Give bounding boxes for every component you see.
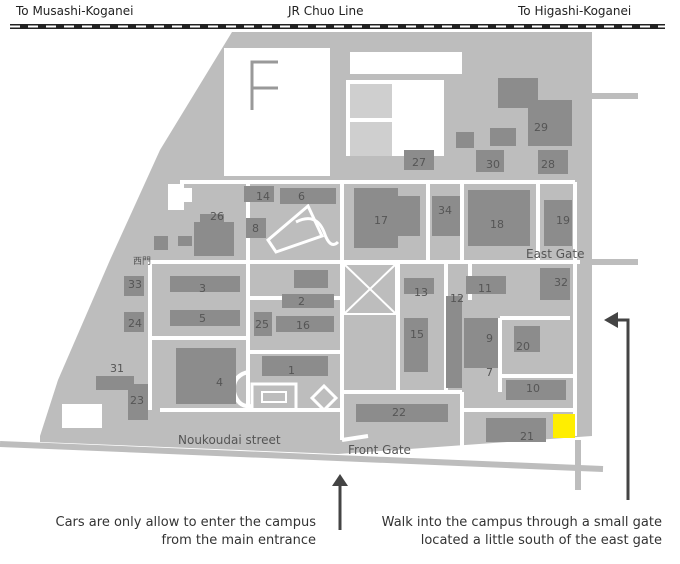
building-31: 31 [110,362,124,375]
railway-line [10,24,665,29]
building-17: 17 [374,214,388,227]
building-23: 23 [130,394,144,407]
building-2: 2 [298,295,305,308]
note-front-gate-line2: from the main entrance [161,533,317,548]
note-east-gate: Walk into the campus through a small gat… [352,514,662,550]
arrow-front-gate [332,474,348,530]
building-13: 13 [414,286,428,299]
building-22: 22 [392,406,406,419]
rail-left-label: To Musashi-Koganei [16,4,134,18]
building-8: 8 [252,222,259,235]
note-east-gate-line1: Walk into the campus through a small gat… [381,515,662,530]
street-label: Noukoudai street [178,433,281,447]
building-28: 28 [541,158,555,171]
building-3: 3 [199,282,206,295]
front-gate-label: Front Gate [348,443,411,457]
outside-roads [0,93,638,490]
buildings [96,78,572,442]
arrow-east-gate [604,312,630,500]
building-15: 15 [410,328,424,341]
note-front-gate-line1: Cars are only allow to enter the campus [55,515,317,530]
west-gate-label: 西門 [133,256,151,267]
building-20: 20 [516,340,530,353]
sports-field [224,48,330,176]
building-32: 32 [554,276,568,289]
building-19: 19 [556,214,570,227]
building-16: 16 [296,319,310,332]
note-front-gate: Cars are only allow to enter the campus … [20,514,317,550]
building-1: 1 [288,364,295,377]
building-10: 10 [526,382,540,395]
building-4: 4 [216,376,223,389]
east-gate-label: East Gate [526,247,584,261]
building-numbers: 1 2 3 4 5 7 8 9 10 11 12 13 14 15 16 17 … [110,121,570,443]
rail-right-label: To Higashi-Koganei [518,4,632,18]
note-east-gate-line2: located a little south of the east gate [420,533,662,548]
building-18: 18 [490,218,504,231]
building-24: 24 [128,317,142,330]
building-34: 34 [438,204,452,217]
building-14: 14 [256,190,270,203]
building-9: 9 [486,332,493,345]
building-12: 12 [450,292,464,305]
building-29: 29 [534,121,548,134]
building-21: 21 [520,430,534,443]
building-5: 5 [199,312,206,325]
building-6: 6 [298,190,305,203]
rail-center-label: JR Chuo Line [288,4,364,18]
building-30: 30 [486,158,500,171]
building-26: 26 [210,210,224,223]
building-27: 27 [412,156,426,169]
small-east-gate-highlight [553,414,575,438]
building-33: 33 [128,278,142,291]
building-25: 25 [255,318,269,331]
building-11: 11 [478,282,492,295]
building-7: 7 [486,366,493,379]
